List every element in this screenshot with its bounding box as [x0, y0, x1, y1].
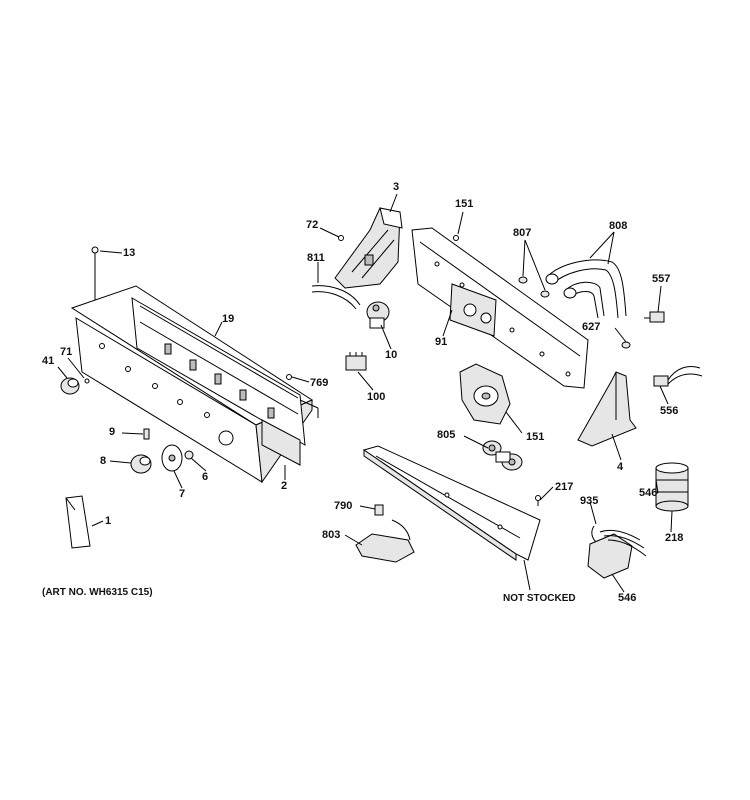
hoses-808-part — [518, 259, 627, 319]
harness-556-part — [653, 366, 703, 387]
screw-769-part — [286, 374, 292, 380]
water-valve-805-part — [482, 440, 523, 471]
callout-71: 72 — [306, 219, 319, 231]
knob-19-part — [60, 377, 90, 395]
callout-627: 627 — [582, 321, 601, 333]
callout-10: 10 — [385, 349, 398, 361]
not-stocked-note: NOT STOCKED — [503, 593, 576, 604]
callout-2: 2 — [281, 480, 288, 492]
callout-803: 803 — [322, 529, 341, 541]
callout-218: 546 — [639, 487, 658, 499]
callout-3: 3 — [393, 181, 400, 193]
bracket-4-part — [577, 371, 637, 447]
callout-72: 91 — [435, 336, 448, 348]
capacitor-217-part — [655, 462, 689, 512]
callout-41: 71 — [60, 346, 73, 358]
callout-546: 546 — [618, 592, 637, 604]
art-number: (ART NO. WH6315 C15) — [42, 587, 153, 598]
callout-805: 805 — [437, 429, 456, 441]
callout-557: 557 — [652, 273, 671, 285]
callout-556: 556 — [660, 405, 679, 417]
knob-group-part — [130, 428, 194, 474]
screw-11-part — [91, 246, 99, 300]
callout-8: 8 — [100, 455, 107, 467]
callout-151-bottom: 217 — [555, 481, 574, 493]
hose-811-part — [311, 285, 361, 310]
switch-bracket-3-part — [334, 207, 403, 289]
switch-91-part — [345, 352, 367, 371]
callout-4: 4 — [617, 461, 624, 473]
callout-11: 13 — [123, 247, 136, 259]
connector-557-part — [621, 311, 665, 349]
duct-803-part — [355, 504, 415, 563]
callout-811: 811 — [307, 252, 325, 264]
callout-13: 19 — [222, 313, 235, 325]
callout-6: 6 — [202, 471, 209, 483]
callout-217: 218 — [665, 532, 684, 544]
backsplash-72-part — [411, 227, 589, 389]
callout-100: 151 — [526, 431, 545, 443]
callout-91: 100 — [367, 391, 386, 403]
manual-1-part — [65, 495, 91, 549]
callout-808: 808 — [609, 220, 628, 232]
housing-100-part — [459, 363, 511, 425]
callout-7: 7 — [179, 488, 186, 500]
callout-9: 9 — [109, 426, 116, 438]
callout-151-top: 151 — [455, 198, 474, 210]
callout-807: 807 — [513, 227, 532, 239]
callout-935: 935 — [580, 495, 599, 507]
callout-1: 1 — [105, 515, 112, 527]
callout-19: 41 — [42, 355, 55, 367]
callout-790: 790 — [334, 500, 353, 512]
callout-769: 769 — [310, 377, 329, 389]
bottom-tray-part — [362, 445, 541, 561]
control-panel-part — [70, 285, 319, 484]
pressure-switch-10-part — [366, 301, 390, 329]
leader-lines — [57, 193, 673, 593]
harness-546-part — [587, 525, 647, 579]
